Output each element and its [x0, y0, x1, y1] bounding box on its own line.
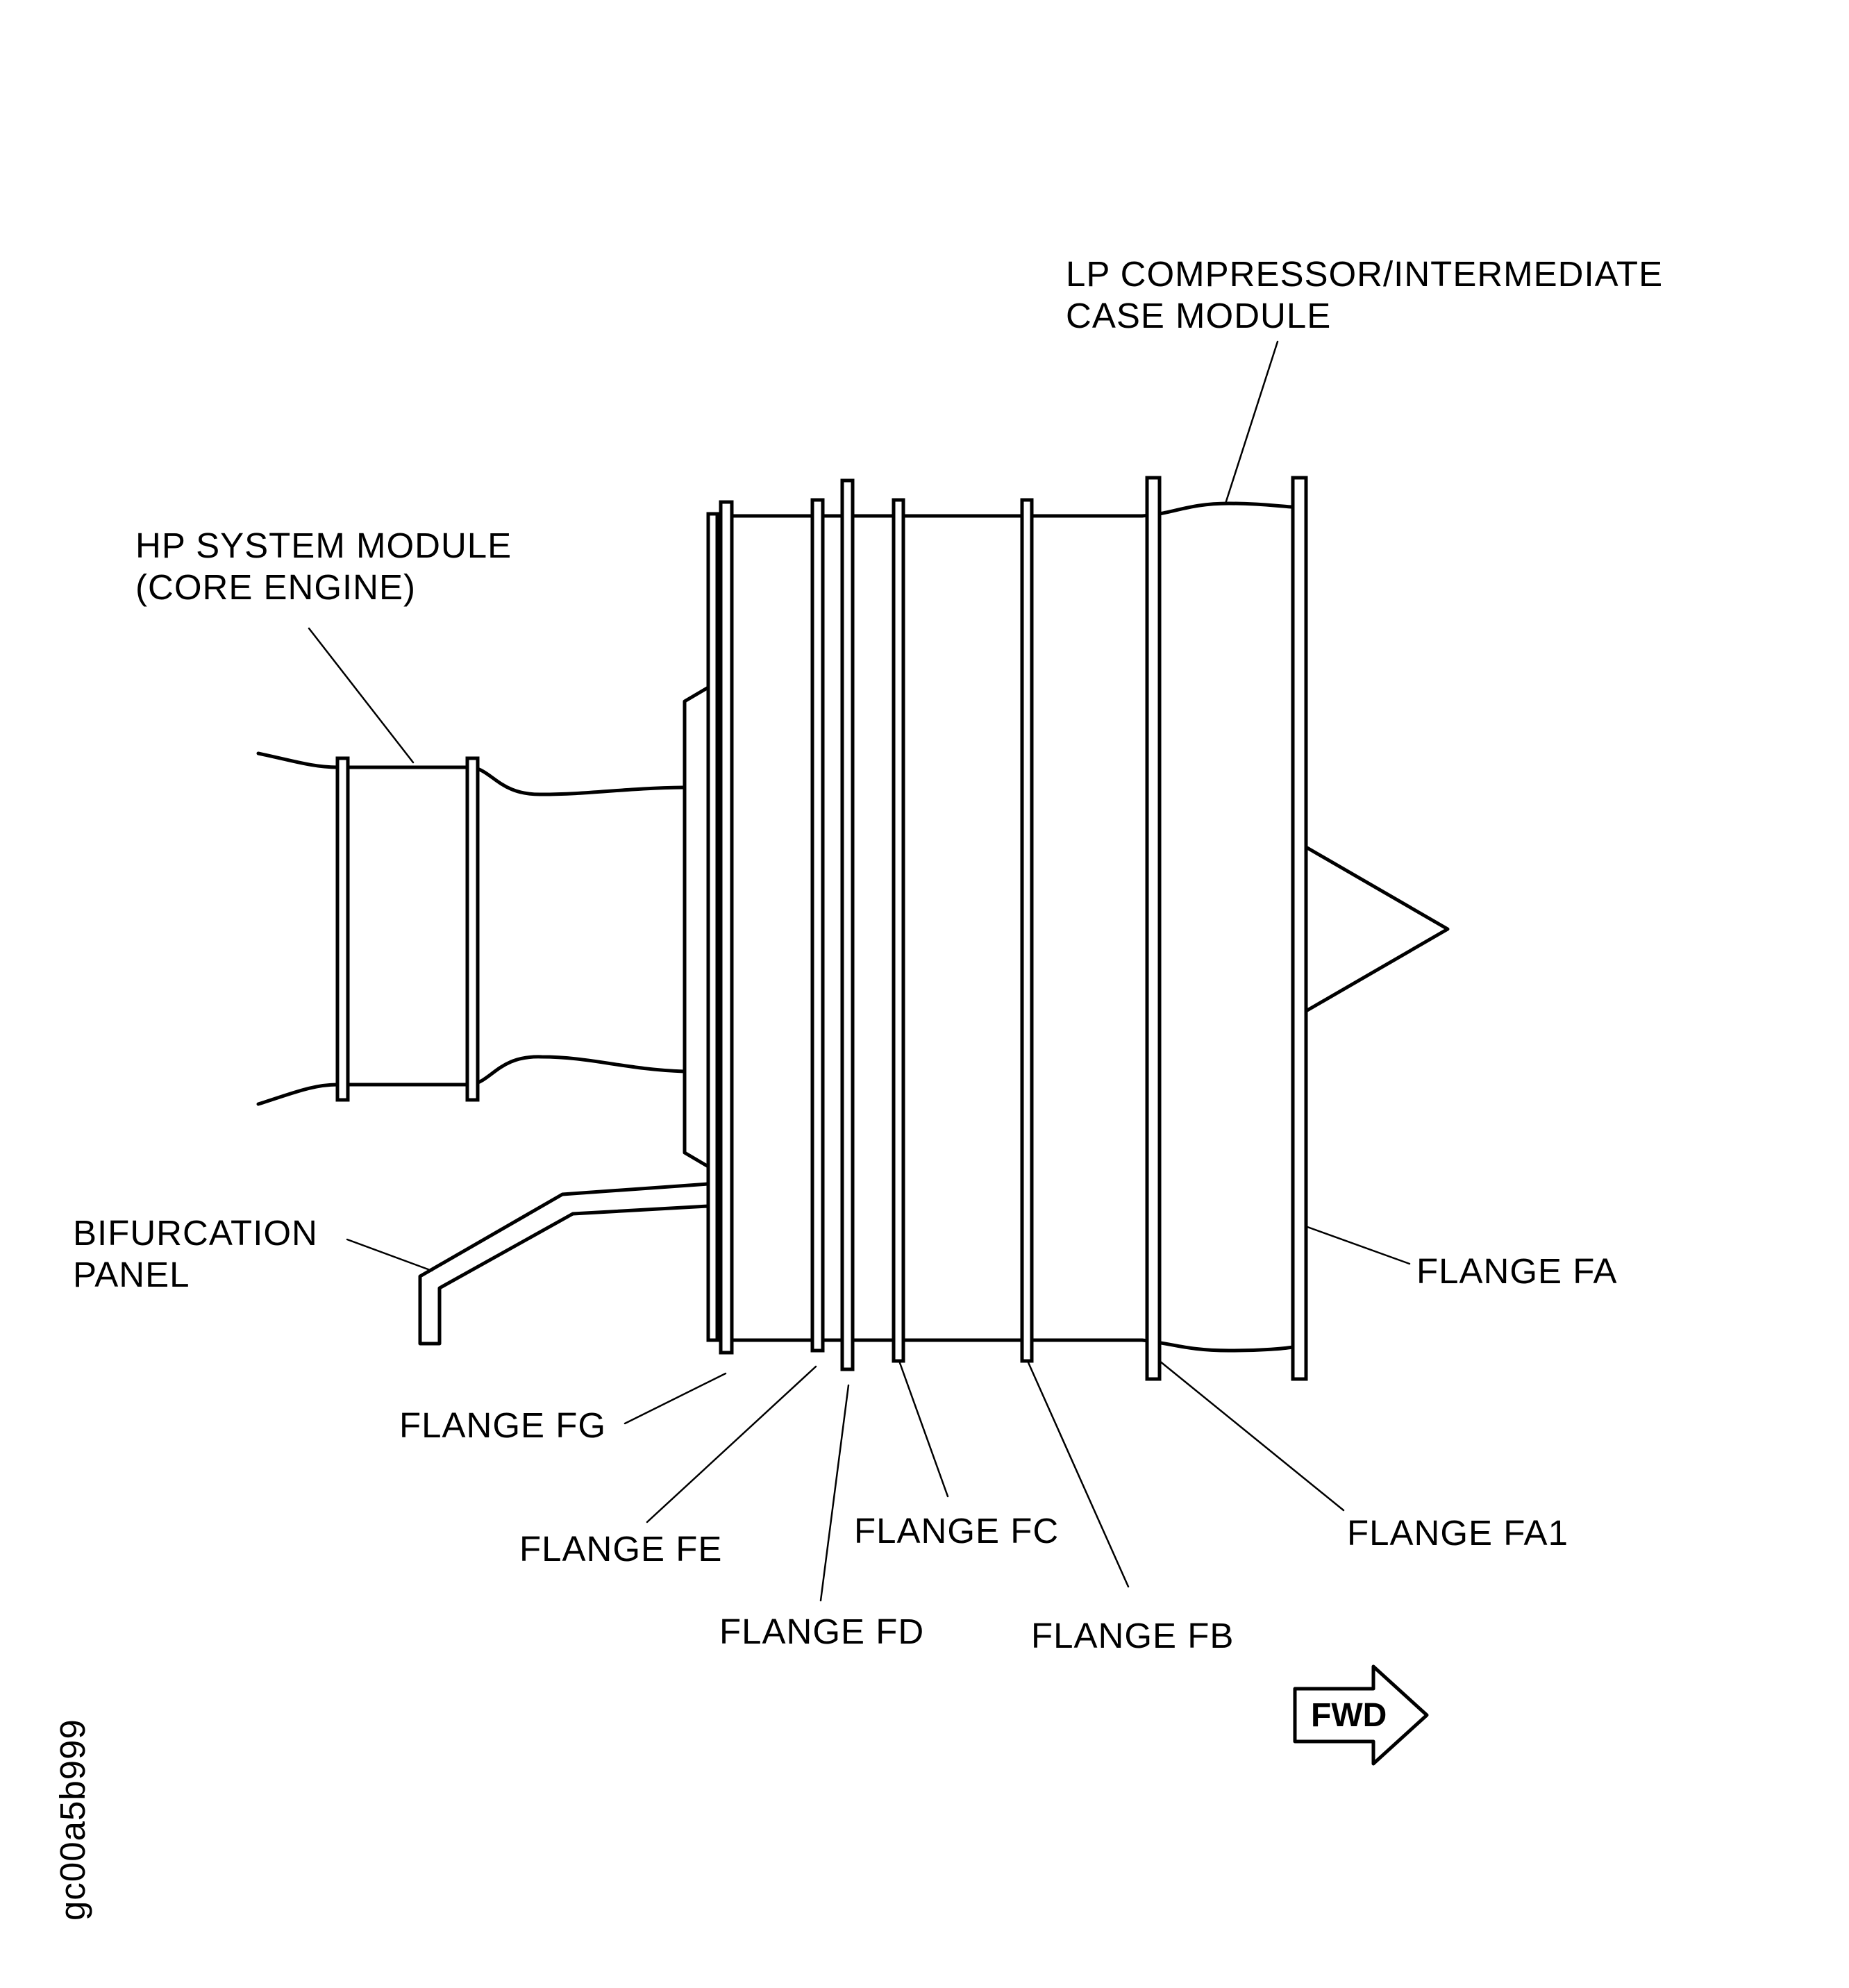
label-flange-fb: FLANGE FB — [1031, 1616, 1234, 1655]
label-flange-fa1: FLANGE FA1 — [1347, 1513, 1568, 1553]
leader-lp-module — [1224, 340, 1279, 505]
leader-flange-fa1 — [1158, 1360, 1345, 1512]
flanges — [706, 476, 1308, 1381]
label-lp-module-line1: LP COMPRESSOR/INTERMEDIATE — [1066, 254, 1663, 294]
leader-hp-module — [308, 627, 415, 764]
leader-flange-fa — [1306, 1226, 1411, 1265]
leader-lines — [308, 340, 1411, 1602]
flange-fb — [1020, 498, 1034, 1363]
fwd-label: FWD — [1311, 1697, 1387, 1734]
leader-flange-fb — [1026, 1360, 1130, 1588]
figure-id: gc00a5b999 — [53, 1719, 92, 1921]
leader-flange-fc — [898, 1360, 949, 1498]
label-flange-fd: FLANGE FD — [719, 1612, 924, 1651]
label-flange-fe: FLANGE FE — [519, 1529, 722, 1569]
label-flange-fg: FLANGE FG — [399, 1405, 606, 1445]
flange-fc — [892, 498, 905, 1363]
label-flange-fa: FLANGE FA — [1416, 1251, 1618, 1291]
leader-flange-fg — [624, 1372, 727, 1425]
fwd-arrow-icon — [1293, 1664, 1429, 1766]
flange-fa1 — [1145, 476, 1162, 1381]
flange-fd — [840, 478, 855, 1371]
spinner — [1304, 845, 1450, 1013]
flange-fa — [1291, 476, 1308, 1381]
flange-fg — [719, 500, 734, 1355]
transition-cone — [683, 685, 710, 1169]
lp-case-body — [719, 501, 1295, 1353]
label-lp-module-line2: CASE MODULE — [1066, 296, 1331, 335]
label-hp-module-line1: HP SYSTEM MODULE — [135, 526, 512, 565]
hp-flange-fwd — [465, 756, 480, 1102]
flange-fe — [810, 498, 825, 1353]
bifurcation-panel — [418, 1182, 710, 1346]
leader-flange-fe — [646, 1365, 817, 1523]
leader-flange-fd — [819, 1384, 850, 1602]
leader-bifurcation — [346, 1238, 433, 1272]
hp-system-module — [256, 751, 686, 1106]
hp-flange-aft — [335, 756, 350, 1102]
label-bifurcation-line2: PANEL — [73, 1255, 190, 1294]
fwd-arrow: FWD — [1293, 1664, 1429, 1766]
label-flange-fc: FLANGE FC — [854, 1511, 1059, 1551]
flange-fg-inner — [706, 512, 719, 1342]
label-bifurcation-line1: BIFURCATION — [73, 1213, 318, 1253]
label-hp-module-line2: (CORE ENGINE) — [135, 567, 416, 607]
